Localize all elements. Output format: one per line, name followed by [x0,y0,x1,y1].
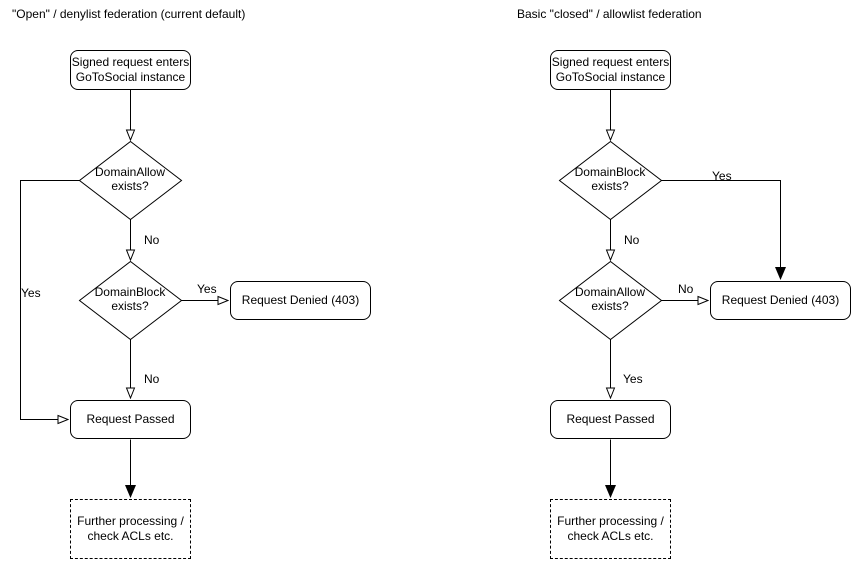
left-start-line2: GoToSocial instance [75,70,186,84]
right-start-line1: Signed request enters [551,55,670,69]
right-start-node: Signed request enters GoToSocial instanc… [550,50,671,90]
right-decision1-label: DomainBlock exists? [574,165,646,193]
right-edge-decision1-yes-to-denied [661,180,786,280]
right-denied-node: Request Denied (403) [710,281,851,320]
right-further-node: Further processing / check ACLs etc. [550,499,671,559]
right-label-decision2-yes: Yes [623,372,643,386]
right-decision2-diamond [558,260,663,341]
left-label-decision2-yes: Yes [197,282,217,296]
right-chart-title: Basic "closed" / allowlist federation [517,7,702,21]
left-label-decision2-no: No [144,372,160,386]
right-start-line2: GoToSocial instance [555,70,666,84]
left-decision2-diamond [78,260,183,341]
left-start-node: Signed request enters GoToSocial instanc… [70,50,191,90]
left-decision1-label: DomainAllow exists? [94,165,166,193]
right-label-decision2-no: No [678,282,694,296]
left-label-decision1-yes: Yes [21,286,41,300]
left-passed-node: Request Passed [70,400,191,439]
left-edge-decision1-yes-to-passed [20,180,80,420]
right-label-decision1-no: No [624,233,640,247]
left-start-line1: Signed request enters [71,55,190,69]
right-label-decision1-yes: Yes [712,169,732,183]
left-denied-node: Request Denied (403) [230,281,371,320]
left-further-node: Further processing / check ACLs etc. [70,499,191,559]
right-decision1-diamond [558,140,663,221]
left-chart-title: "Open" / denylist federation (current de… [12,7,246,21]
left-decision2-label: DomainBlock exists? [94,285,166,313]
right-decision2-label: DomainAllow exists? [574,285,646,313]
right-passed-node: Request Passed [550,400,671,439]
left-label-decision1-no: No [144,233,160,247]
left-decision1-diamond [78,140,183,221]
